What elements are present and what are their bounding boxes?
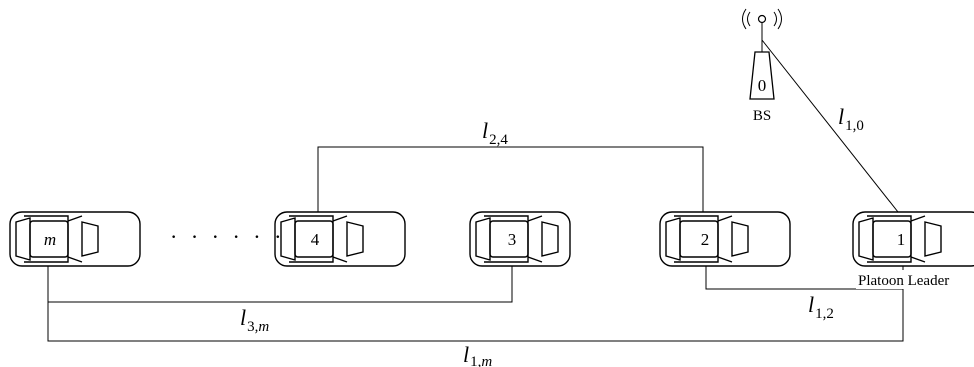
vehicle-label: m: [44, 230, 56, 249]
bs-label: BS: [753, 108, 771, 124]
vehicle-3: 3: [470, 212, 570, 266]
vehicle-4: 4: [275, 212, 405, 266]
vehicle-1: 1: [853, 212, 974, 266]
link-label-l3m: l3,m: [240, 305, 269, 335]
link-label-l12: l1,2: [808, 292, 834, 322]
link-line-l3m: [48, 266, 512, 302]
platoon-leader-label: Platoon Leader: [858, 273, 949, 289]
vehicle-2: 2: [660, 212, 790, 266]
link-label-l10: l1,0: [838, 104, 864, 134]
bs-number: 0: [758, 76, 767, 95]
vehicle-label: 3: [508, 230, 517, 249]
link-label-l1m: l1,m: [463, 342, 492, 367]
base-station: 0 BS: [743, 9, 782, 124]
link-line-l10: [762, 40, 898, 212]
ellipsis: · · · · · ·: [170, 224, 285, 249]
vehicle-label: 2: [701, 230, 710, 249]
signal-wave-icon: [748, 12, 751, 26]
link-line-l24: [318, 147, 703, 212]
link-label-l24: l2,4: [482, 118, 508, 148]
vehicle-label: 1: [897, 230, 906, 249]
vehicle-m: m: [10, 212, 140, 266]
vehicle-label: 4: [311, 230, 320, 249]
link-line-l1m: [48, 266, 903, 341]
